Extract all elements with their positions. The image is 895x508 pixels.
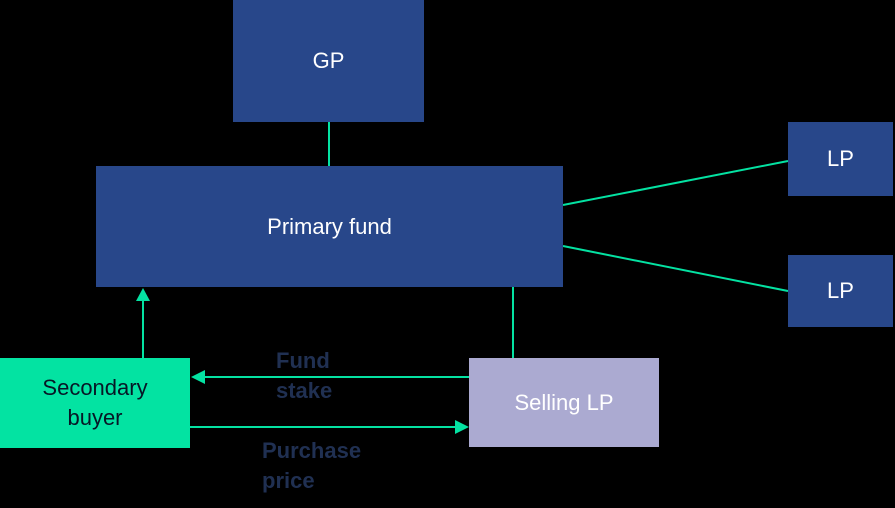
node-lp-bottom: LP (788, 255, 893, 327)
node-lp-top: LP (788, 122, 893, 196)
node-lp-bottom-label: LP (827, 278, 854, 303)
edge-label-fund-stake: Fund stake (276, 348, 333, 403)
node-selling-lp: Selling LP (469, 358, 659, 447)
arrowhead-up-icon (136, 288, 150, 301)
arrowhead-right-icon (455, 420, 469, 434)
edge-label-purchase-price: Purchase price (262, 438, 362, 493)
node-selling-lp-label: Selling LP (514, 389, 614, 415)
edge-primary-fund-lp-top (562, 160, 789, 206)
node-primary-fund-label: Primary fund (267, 213, 392, 239)
node-primary-fund: Primary fund (96, 166, 563, 287)
node-secondary-buyer: Secondary buyer (0, 358, 190, 448)
node-lp-top-label: LP (827, 146, 854, 171)
arrowhead-left-icon (191, 370, 205, 384)
node-secondary-buyer-label: Secondary buyer (42, 375, 148, 430)
node-gp: GP (233, 0, 424, 122)
node-gp-label: GP (312, 48, 345, 73)
edge-primary-fund-lp-bottom (562, 245, 789, 292)
